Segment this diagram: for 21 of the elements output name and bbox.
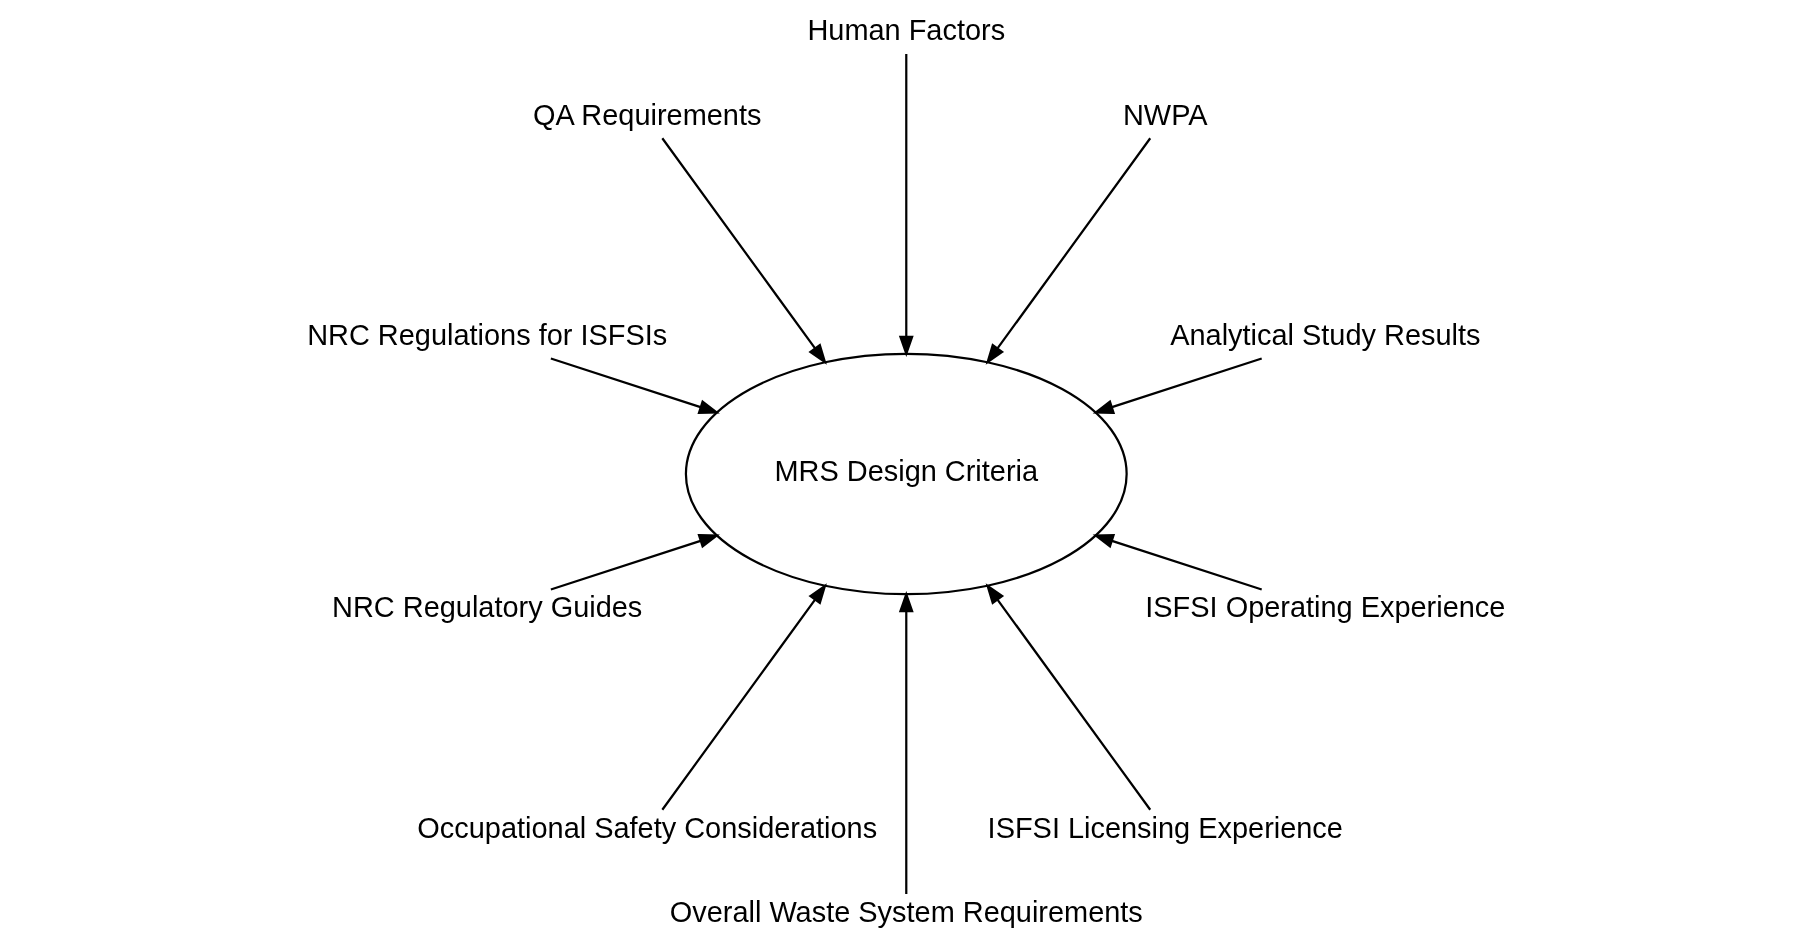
node-text: NWPA [1122,98,1208,131]
arrow [898,54,914,357]
node-text: NRC Regulations for ISFSIs [307,318,668,351]
node-text: QA Requirements [533,98,762,131]
arrow [1092,534,1263,591]
node-text: ISFSI Operating Experience [1145,591,1506,624]
arrow [1092,357,1263,414]
arrow [550,357,720,414]
node-text: Human Factors [807,14,1006,47]
node-text: Occupational Safety Considerations [417,811,878,844]
node-text: NRC Regulatory Guides [332,591,643,624]
arrow [661,583,827,811]
node-text: ISFSI Licensing Experience [987,811,1343,844]
arrow [550,534,720,591]
arrow [985,137,1152,365]
node-text: Analytical Study Results [1170,318,1481,351]
node-text: Overall Waste System Requirements [669,895,1143,928]
node-ellipse: MRS Design Criteria [684,352,1128,596]
arrow [661,137,827,365]
arrow [985,583,1152,811]
arrow [898,591,914,894]
